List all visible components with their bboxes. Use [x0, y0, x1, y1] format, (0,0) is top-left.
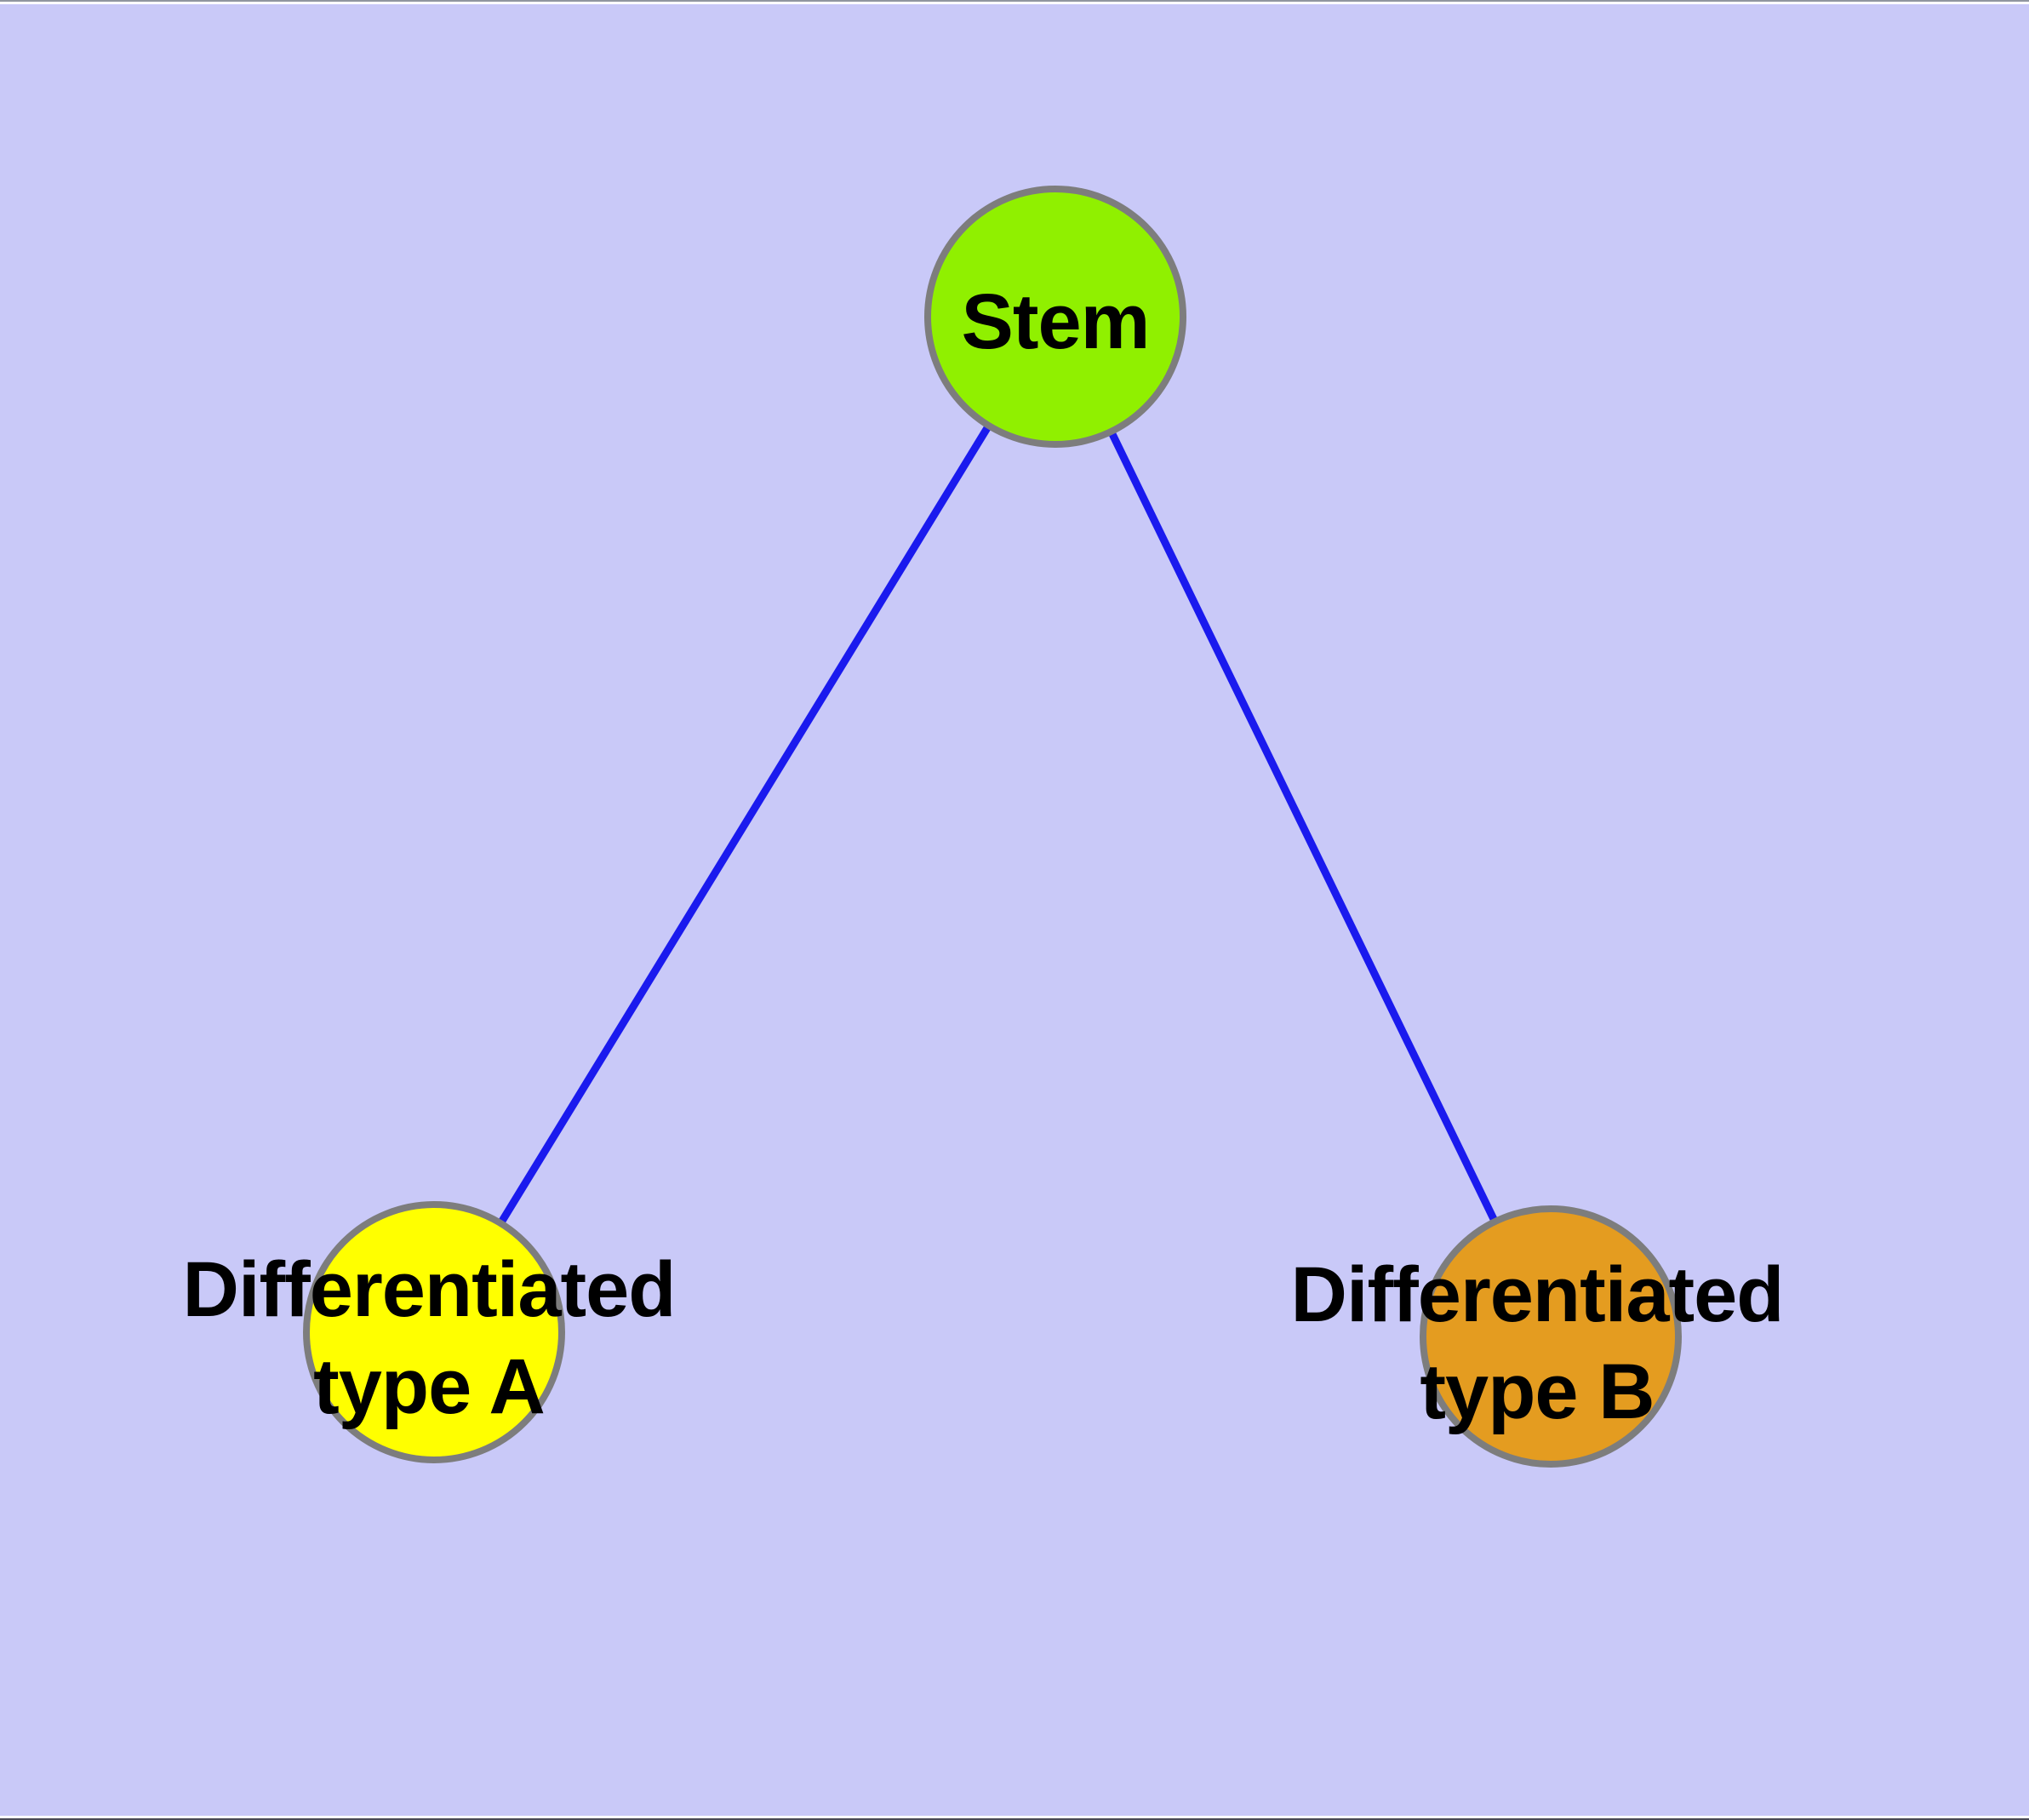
edge-stem-type-b: [1051, 315, 1555, 1338]
top-white-strip: [0, 2, 2029, 4]
top-edge-line: [0, 0, 2029, 2]
bottom-white-strip: [0, 1816, 2029, 1818]
bottom-edge-line: [0, 1818, 2029, 1820]
node-stem[interactable]: [924, 186, 1186, 448]
nodes-layer: [303, 186, 1682, 1468]
edge-stem-type-a: [431, 314, 1059, 1335]
edges-layer: [431, 314, 1555, 1338]
node-type-b[interactable]: [1420, 1205, 1682, 1468]
node-type-a[interactable]: [303, 1201, 565, 1463]
